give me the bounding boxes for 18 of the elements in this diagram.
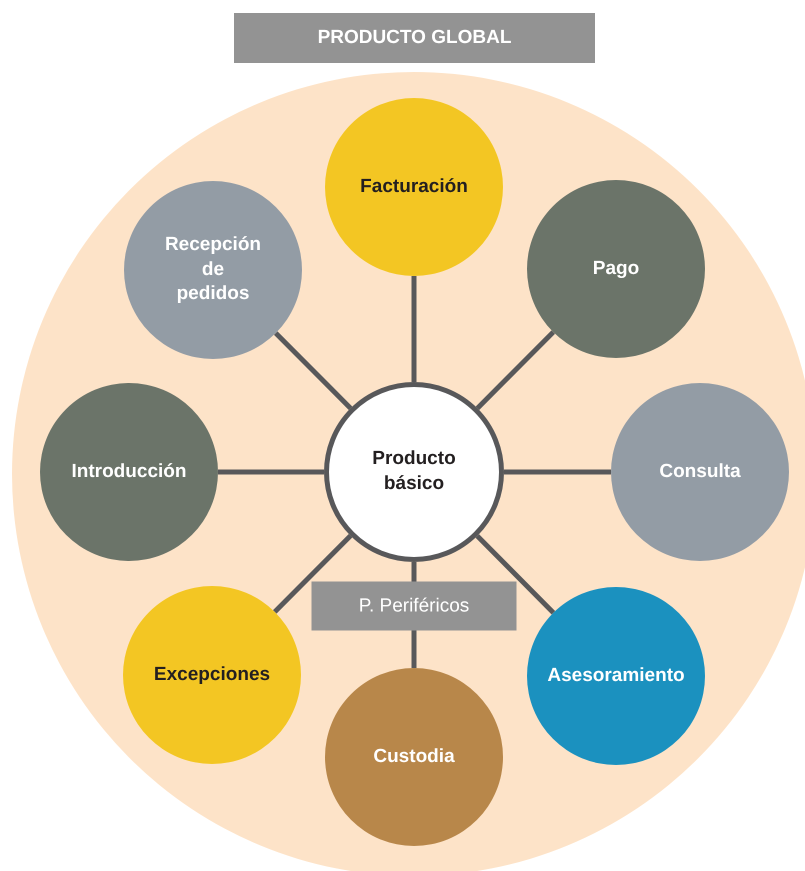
connector-line [273,534,352,614]
node-label: Excepciones [154,662,270,687]
node-label: Recepción de pedidos [164,232,262,306]
edge-label: P. Periféricos [312,582,516,630]
node-label: Producto básico [371,447,457,496]
node-label: Pago [592,256,640,281]
connector-line [218,470,324,474]
node-label: Introducción [71,460,187,484]
node-label: Facturación [360,174,468,199]
connector-line [412,276,416,382]
connector-line [504,470,611,474]
connector-line [476,330,555,410]
node-label: Custodia [373,744,455,769]
connector-line [274,331,352,410]
node-label: Asesoramiento [547,664,685,688]
node-label: Consulta [659,460,741,484]
title-banner: PRODUCTO GLOBAL [234,13,595,63]
connector-line [476,534,556,615]
